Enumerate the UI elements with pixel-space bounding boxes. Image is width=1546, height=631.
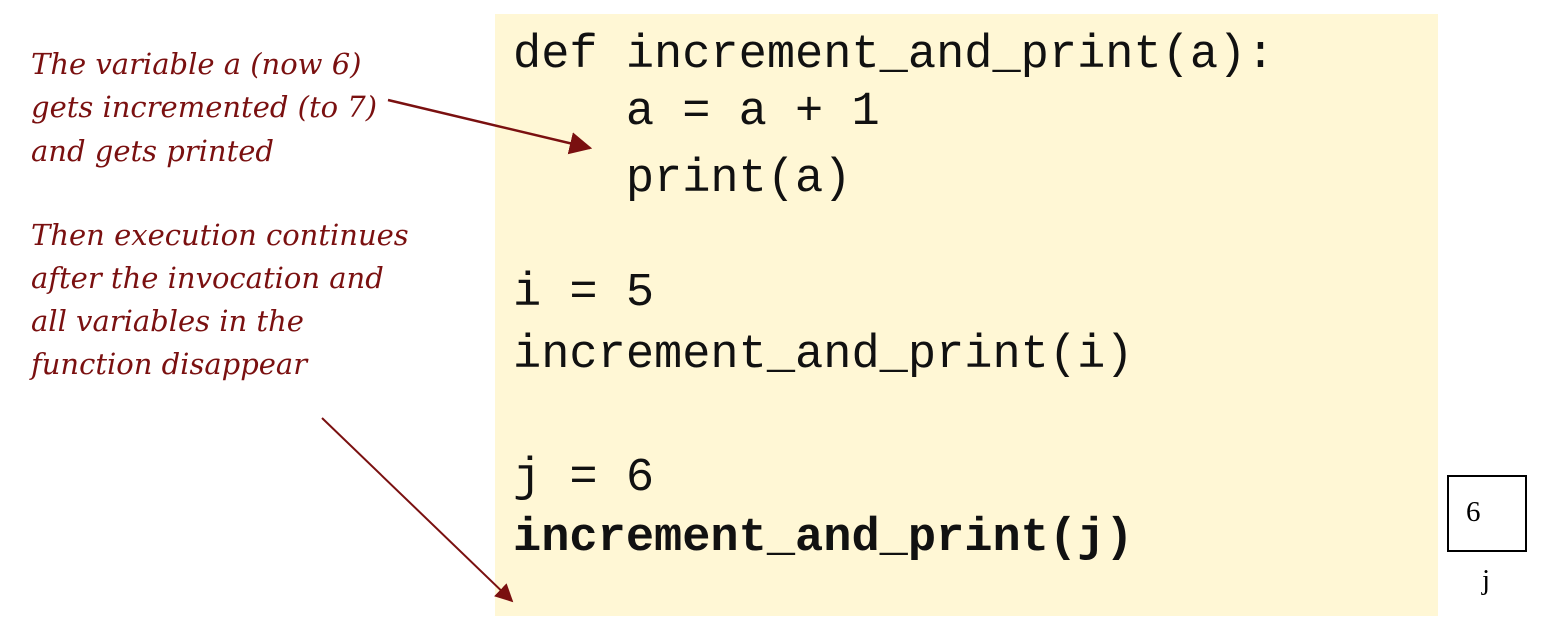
arrow-to-after-call xyxy=(321,417,514,603)
code-line-call-i: increment_and_print(i) xyxy=(513,329,1134,382)
note-line: function disappear xyxy=(31,347,308,381)
note-line: Then execution continues xyxy=(31,218,409,252)
variable-value: 6 xyxy=(1466,496,1481,528)
note-line: all variables in the xyxy=(31,304,304,338)
code-line-print: print(a) xyxy=(513,153,852,206)
code-line-call-j: increment_and_print(j) xyxy=(513,512,1134,565)
variable-box-j xyxy=(1447,475,1527,552)
code-panel xyxy=(495,14,1438,616)
code-line-assign-i: i = 5 xyxy=(513,267,655,320)
note-line: and gets printed xyxy=(31,134,274,168)
note-line: gets incremented (to 7) xyxy=(31,90,378,124)
note-line: The variable a (now 6) xyxy=(31,47,362,81)
code-line-increment: a = a + 1 xyxy=(513,86,880,139)
code-line-def: def increment_and_print(a): xyxy=(513,29,1275,82)
variable-name: j xyxy=(1482,564,1491,596)
arrow-to-increment xyxy=(387,98,593,155)
code-line-assign-j: j = 6 xyxy=(513,452,655,505)
note-line: after the invocation and xyxy=(31,261,384,295)
